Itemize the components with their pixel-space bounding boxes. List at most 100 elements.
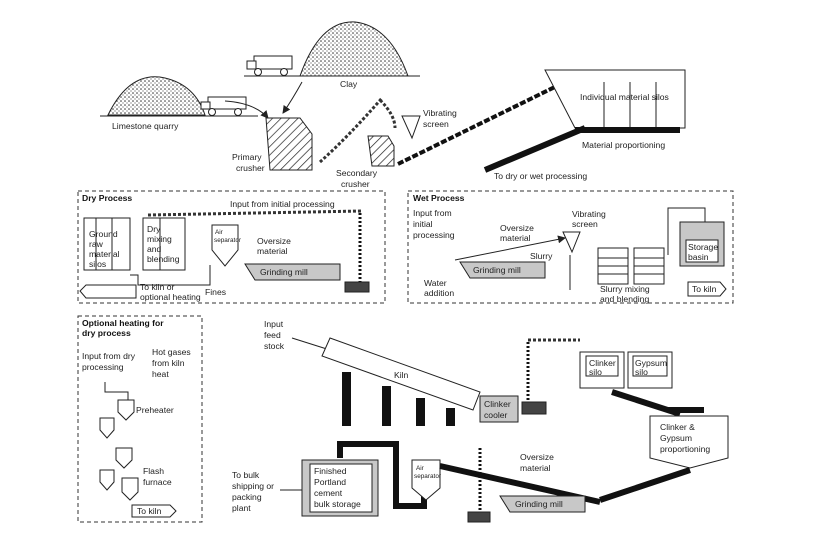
to-bulk-label-3: packing <box>232 492 262 502</box>
silos-label: Individual material silos <box>580 92 669 102</box>
limestone-truck-icon <box>200 96 247 116</box>
slurry-label: Slurry <box>530 251 553 261</box>
clay-pile <box>299 21 409 77</box>
wet-to-kiln-arrow <box>687 281 727 297</box>
dry-grinding-mill <box>244 263 341 281</box>
wet-to-kiln-label: To kiln <box>692 284 717 294</box>
finish-grinding-mill-label: Grinding mill <box>515 499 563 509</box>
svg-text:Gypsum: Gypsum <box>635 358 667 368</box>
wet-vibrating-screen-label-2: screen <box>572 219 598 229</box>
proportioning-conveyor <box>483 125 587 173</box>
svg-text:cooler: cooler <box>484 410 508 420</box>
svg-text:Storage: Storage <box>688 242 718 252</box>
limestone-quarry-label: Limestone quarry <box>112 121 179 131</box>
svg-text:separator: separator <box>414 473 442 480</box>
primary-crusher-label-2: crusher <box>236 163 265 173</box>
slurry-mixing-label-2: and blending <box>600 294 649 304</box>
wet-process-box <box>407 190 734 304</box>
dry-process-title: Dry Process <box>82 193 132 203</box>
slurry-mixing-label-1: Slurry mixing <box>600 284 650 294</box>
clinker-cooler: Clinker cooler <box>479 395 519 423</box>
to-process-label: To dry or wet processing <box>494 171 587 181</box>
vibrating-screen-label-1: Vibrating <box>423 108 457 118</box>
svg-text:proportioning: proportioning <box>660 444 710 454</box>
dry-air-separator: Air separator <box>211 224 242 267</box>
svg-text:separator: separator <box>214 237 242 244</box>
wet-screen-hopper <box>562 231 581 254</box>
wet-oversize-label-1: Oversize <box>500 223 534 233</box>
preheater-label: Preheater <box>136 405 174 415</box>
clay-truck-icon <box>246 55 293 76</box>
primary-crusher-label-1: Primary <box>232 152 262 162</box>
secondary-crusher: Secondary crusher <box>336 135 395 189</box>
gypsum-silo: Gypsum silo <box>627 351 673 389</box>
wet-grinding-mill-label: Grinding mill <box>473 265 521 275</box>
kiln-input-label-2: feed <box>264 330 281 340</box>
svg-text:Clinker &: Clinker & <box>660 422 695 432</box>
secondary-crusher-label-1: Secondary <box>336 168 378 178</box>
svg-text:Gypsum: Gypsum <box>660 433 692 443</box>
clinker-silo: Clinker silo <box>579 351 625 389</box>
primary-crusher: Primary crusher <box>232 117 313 173</box>
dry-oversize-label-1: Oversize <box>257 236 291 246</box>
hot-gases-label-1: Hot gases <box>152 347 191 357</box>
clay-label: Clay <box>340 79 358 89</box>
finish-air-separator: Air separator <box>411 459 442 501</box>
flash-furnace-label-2: furnace <box>143 477 172 487</box>
material-silos <box>544 69 686 129</box>
dry-mixing-silos: Dry mixing and blending <box>142 217 186 271</box>
svg-text:cement: cement <box>314 488 343 498</box>
wet-input-label-2: initial <box>413 219 433 229</box>
water-label-1: Water <box>424 278 447 288</box>
clinker-gypsum-proportioning: Clinker & Gypsum proportioning <box>649 415 729 469</box>
preheater-cyclones <box>99 399 139 501</box>
flash-furnace-label-1: Flash <box>143 466 164 476</box>
svg-text:Air: Air <box>215 229 224 236</box>
svg-text:silo: silo <box>635 367 648 377</box>
kiln-input-label-1: Input <box>264 319 284 329</box>
svg-text:bulk storage: bulk storage <box>314 499 361 509</box>
svg-text:Portland: Portland <box>314 477 346 487</box>
wet-input-label-1: Input from <box>413 208 452 218</box>
wet-process-title: Wet Process <box>413 193 465 203</box>
vibrating-screen-hopper <box>401 115 421 140</box>
to-bulk-label-4: plant <box>232 503 251 513</box>
kiln-label: Kiln <box>394 370 409 380</box>
svg-text:material: material <box>89 249 120 259</box>
ground-raw-silos: Ground raw material silos <box>83 217 131 271</box>
secondary-crusher-label-2: crusher <box>341 179 370 189</box>
wet-input-label-3: processing <box>413 230 455 240</box>
dry-to-kiln-label-1: To kiln or <box>140 282 175 292</box>
svg-text:Clinker: Clinker <box>484 399 511 409</box>
wet-grinding-mill <box>459 261 546 279</box>
svg-text:Ground: Ground <box>89 229 118 239</box>
proportioning-label: Material proportioning <box>582 140 665 150</box>
fines-label: Fines <box>205 287 226 297</box>
bulk-storage: Finished Portland cement bulk storage <box>301 459 379 517</box>
dry-to-kiln-label-2: optional heating <box>140 292 201 302</box>
clay-feed-arrow <box>282 81 303 114</box>
svg-text:Air: Air <box>416 465 425 472</box>
heating-input-label-1: Input from dry <box>82 351 136 361</box>
svg-text:Finished: Finished <box>314 466 347 476</box>
kiln <box>321 337 481 411</box>
bucket-elevator <box>318 97 384 164</box>
limestone-pile <box>107 76 206 116</box>
kiln-supports <box>342 372 455 426</box>
hot-gases-label-3: heat <box>152 369 169 379</box>
svg-text:silos: silos <box>89 259 106 269</box>
finish-grinding-mill <box>499 495 586 513</box>
dry-input-label: Input from initial processing <box>230 199 335 209</box>
limestone-feed-arrow <box>224 100 269 119</box>
kiln-input-label-3: stock <box>264 341 285 351</box>
heating-input-label-2: processing <box>82 362 124 372</box>
main-conveyor <box>397 80 566 166</box>
dry-grinding-mill-label: Grinding mill <box>260 267 308 277</box>
heating-title-1: Optional heating for <box>82 318 164 328</box>
svg-text:Clinker: Clinker <box>589 358 616 368</box>
to-bulk-label-1: To bulk <box>232 470 260 480</box>
svg-text:silo: silo <box>589 367 602 377</box>
svg-text:Dry: Dry <box>147 224 161 234</box>
